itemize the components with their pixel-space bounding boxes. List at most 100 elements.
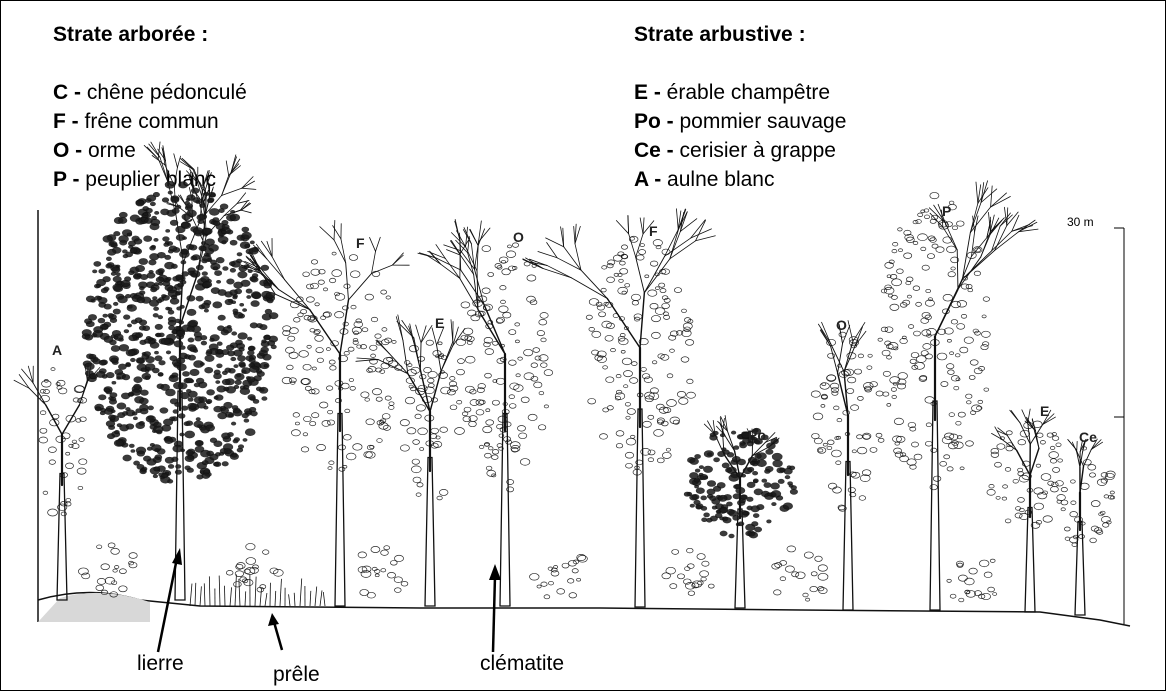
tree-frene-f2-leaf [631, 362, 637, 366]
tree-frene-f2-leaf [662, 452, 671, 458]
tree-frene-f1-leaf [329, 461, 334, 465]
tree-frene-f1-leaf [329, 278, 335, 282]
tree-orme-o2-leaf [812, 433, 820, 438]
shrub-5-leaf [815, 556, 823, 561]
tree-aulne-a-leaf [69, 444, 73, 447]
tree-chene-c-leaf [224, 402, 233, 408]
tree-pommier-po-leaf [740, 443, 747, 448]
tree-peuplier-p-leaf [897, 383, 905, 389]
tree-chene-c-leaf [201, 303, 209, 309]
tree-erable-e2-leaf [995, 462, 1002, 467]
tree-frene-f1-branch [285, 280, 310, 310]
tree-peuplier-p-leaf [913, 286, 920, 291]
tree-chene-c-leaf [88, 314, 96, 320]
tree-cerisier-ce-leaf [1110, 491, 1114, 494]
tree-frene-f1-branch [340, 300, 348, 354]
shrub-0-leaf [108, 543, 115, 548]
tree-chene-c-leaf [89, 354, 96, 359]
tree-frene-f2-leaf [607, 264, 613, 268]
tree-chene-c-leaf [173, 445, 183, 452]
tree-frene-f2-leaf [627, 409, 635, 415]
tree-peuplier-p-leaf [951, 320, 957, 325]
tree-pommier-po-leaf [790, 489, 797, 494]
tree-chene-c-leaf [224, 387, 229, 391]
tree-pommier-po-leaf [723, 450, 729, 454]
tree-chene-c-leaf [191, 273, 196, 277]
tree-chene-c-leaf [129, 444, 134, 447]
tree-frene-f2-leaf [657, 420, 664, 425]
tree-chene-c-leaf [251, 301, 259, 307]
tree-pommier-po-leaf [772, 453, 782, 460]
tree-peuplier-p-leaf [916, 356, 926, 363]
tree-chene-c-leaf [154, 351, 158, 354]
tree-chene-c-leaf [214, 406, 222, 412]
tree-pommier-po-leaf [735, 484, 741, 488]
tree-cerisier-ce-leaf [1089, 473, 1095, 477]
tree-frene-f2-leaf [631, 294, 640, 300]
tree-orme-o1-leaf [496, 378, 505, 384]
tree-chene-c-leaf [173, 410, 178, 414]
prele-stem [280, 579, 281, 606]
tree-chene-c-leaf [173, 382, 183, 389]
prele-stem [323, 592, 325, 606]
tree-chene-c-leaf [228, 432, 234, 436]
tree-cerisier-ce-leaf [1070, 511, 1078, 516]
tree-chene-c-leaf [93, 330, 103, 337]
tree-chene-c-leaf [161, 209, 169, 215]
tree-erable-e1-leaf [417, 483, 423, 487]
tree-chene-c-leaf [230, 290, 238, 295]
tree-peuplier-p-leaf [891, 388, 896, 392]
tree-chene-c-branch [178, 195, 185, 204]
tree-chene-c-leaf [113, 309, 120, 314]
tree-frene-f1-leaf [352, 327, 361, 334]
tree-erable-e2-leaf [989, 484, 994, 488]
tree-chene-c-leaf [122, 375, 130, 380]
tree-peuplier-p-leaf [940, 461, 947, 466]
tree-frene-f1-leaf [308, 316, 315, 321]
tree-chene-c-leaf [217, 342, 222, 346]
tree-frene-f1-branch [279, 290, 310, 310]
tree-chene-c-leaf [145, 376, 150, 380]
tree-frene-f1-branch [341, 239, 346, 263]
tree-chene-c-leaf [157, 252, 165, 258]
tree-chene-c-leaf [213, 267, 218, 270]
tree-chene-c-leaf [104, 388, 110, 392]
tree-chene-c-leaf [102, 324, 109, 329]
tree-frene-f1-leaf [344, 351, 349, 355]
tree-chene-c-leaf [239, 362, 246, 367]
shrub-2-leaf [371, 546, 380, 552]
tree-chene-c-leaf [146, 208, 153, 213]
shrub-5-leaf [811, 572, 817, 576]
tree-frene-f2-leaf [622, 358, 632, 365]
tree-peuplier-p-leaf [908, 325, 913, 329]
tree-orme-o1-leaf [465, 356, 475, 363]
tree-orme-o2-branch [848, 321, 853, 342]
tree-frene-f1-leaf [326, 386, 332, 391]
tree-orme-o1-leaf [507, 245, 511, 248]
tree-orme-o1-leaf [470, 399, 479, 405]
tree-chene-c-leaf [246, 289, 252, 293]
tree-frene-f1-leaf [303, 364, 311, 370]
tree-peuplier-p-leaf [981, 345, 988, 350]
shrub-6-leaf [947, 579, 952, 582]
tree-pommier-po-leaf [720, 531, 727, 536]
tree-pommier-po-leaf [752, 471, 757, 475]
tree-chene-c-leaf [213, 462, 219, 466]
tree-chene-c-leaf [149, 300, 158, 307]
tree-orme-o1-leaf [486, 466, 492, 470]
tree-chene-c-leaf [168, 464, 174, 468]
shrub-0-leaf [113, 569, 118, 572]
tree-orme-o1-branch [460, 255, 473, 274]
prele-stem [190, 584, 192, 606]
tree-pommier-po-leaf [783, 503, 792, 510]
tree-peuplier-p-leaf [898, 373, 908, 380]
tree-chene-c-leaf [223, 267, 229, 271]
tree-pommier-po-leaf [749, 532, 758, 538]
tree-pommier-po-leaf [766, 443, 775, 449]
tree-aulne-a-leaf [72, 440, 76, 443]
tree-frene-f1-leaf [366, 419, 374, 425]
tree-chene-c-leaf [158, 316, 163, 319]
tree-chene-c-leaf [144, 352, 151, 357]
tree-chene-c-leaf [222, 230, 227, 233]
tree-frene-f1-branch [346, 263, 349, 300]
